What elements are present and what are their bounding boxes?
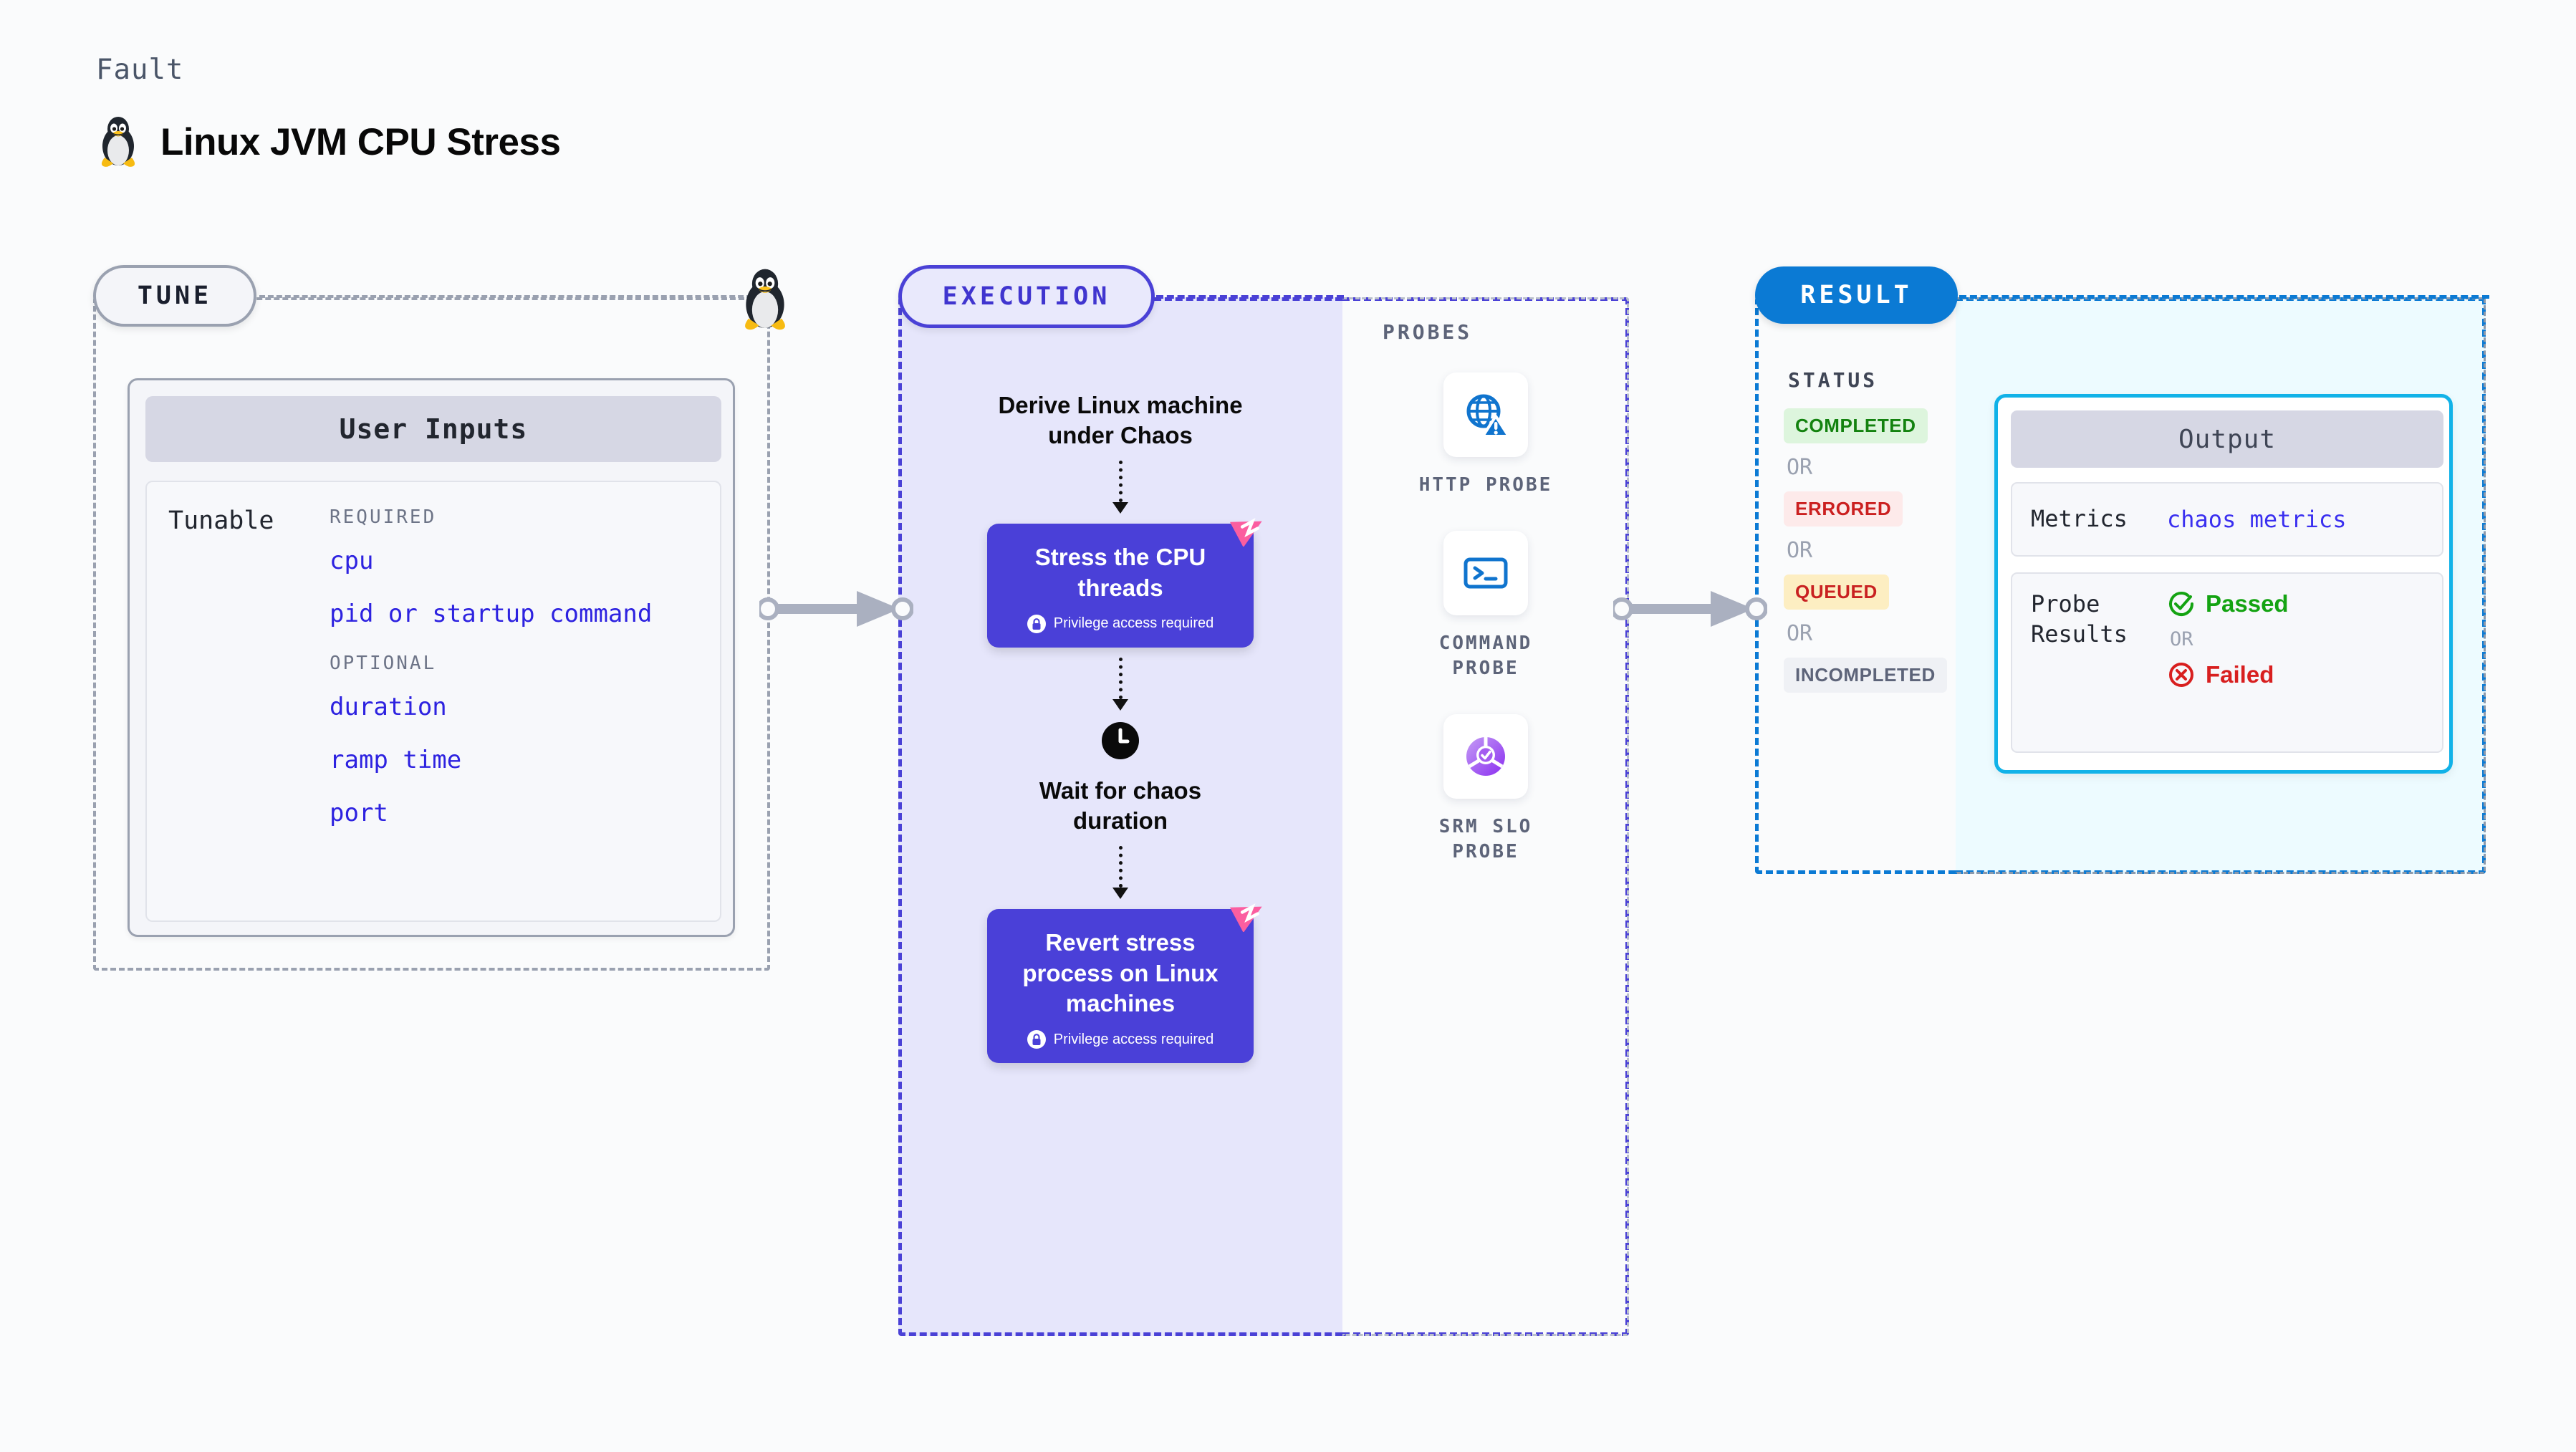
probe-result-passed: Passed [2167,590,2289,618]
connector-probes-to-result [1613,591,1767,627]
fault-eyebrow-label: Fault [96,54,184,86]
status-badge-errored: ERRORED [1784,491,1903,527]
probe-label: SRM SLO PROBE [1438,816,1533,863]
execution-leader-line [1156,295,1344,299]
flow-arrow-2 [1112,657,1128,711]
result-leader-line [1959,295,2489,299]
probe-item-command[interactable]: COMMAND PROBE [1410,531,1561,681]
output-row-probe-results: Probe Results Passed OR Failed [2011,572,2443,753]
globe-warning-icon [1466,394,1510,438]
passed-label: Passed [2206,590,2289,617]
failed-label: Failed [2206,661,2274,688]
user-inputs-card: User Inputs Tunable REQUIRED cpu pid or … [128,378,735,937]
connector-tune-to-execution [759,591,913,627]
clock-icon [1102,721,1139,759]
tunable-group-label-optional: OPTIONAL [330,653,437,674]
flow-arrow-1 [1112,461,1128,514]
harness-ribbon-icon [1229,518,1262,547]
probes-panel [1342,297,1629,1336]
status-badge-completed: COMPLETED [1784,408,1928,443]
probe-tile [1443,714,1528,799]
probe-label: COMMAND PROBE [1438,633,1533,680]
probe-result-or: OR [2170,628,2193,650]
status-badge-queued: QUEUED [1784,574,1889,610]
tunable-item-cpu[interactable]: cpu [330,547,374,575]
probe-tile [1443,531,1528,616]
slo-donut-check-icon [1466,737,1505,777]
status-or-1: OR [1787,455,1813,480]
probe-tile [1443,372,1528,457]
probe-results-values: Passed OR Failed [2167,590,2289,736]
tunable-item-ramp-time[interactable]: ramp time [330,746,462,774]
user-inputs-title: User Inputs [145,396,721,462]
privilege-row: Privilege access required [1009,1030,1232,1049]
probes-section-label: PROBES [1383,320,1473,344]
status-or-2: OR [1787,538,1813,563]
tune-stage-panel [93,297,770,971]
lock-icon [1027,1030,1046,1049]
tunable-item-pid-or-startup-command[interactable]: pid or startup command [330,600,653,628]
privilege-row: Privilege access required [1009,614,1232,633]
tux-penguin-border-icon [745,269,785,330]
output-card-title: Output [2011,410,2443,468]
probe-item-srm-slo[interactable]: SRM SLO PROBE [1410,714,1561,865]
page-title-row: Linux JVM CPU Stress [96,115,561,169]
probe-item-http[interactable]: HTTP PROBE [1419,372,1553,498]
privilege-text: Privilege access required [1053,1031,1214,1047]
status-badge-incompleted: INCOMPLETED [1784,658,1947,693]
tunable-list: REQUIRED cpu pid or startup command OPTI… [330,506,720,920]
status-or-3: OR [1787,621,1813,646]
execution-step-stress-cpu[interactable]: Stress the CPU threads Privilege access … [987,518,1262,648]
probes-list: HTTP PROBE COMMAND PROBE [1342,372,1629,865]
action-title: Stress the CPU threads [1034,544,1206,601]
tunable-section: Tunable REQUIRED cpu pid or startup comm… [145,481,721,922]
status-section-label: STATUS [1788,368,1878,392]
tunable-group-label-required: REQUIRED [330,506,437,528]
tune-leader-line [259,295,761,298]
execution-flow: Derive Linux machine under Chaos Stress … [898,297,1342,1336]
output-card: Output Metrics chaos metrics Probe Resul… [1994,394,2453,774]
terminal-icon [1464,557,1508,589]
execution-step-revert-stress[interactable]: Revert stress process on Linux machines … [987,903,1262,1064]
output-probe-results-key: Probe Results [2031,590,2128,648]
tunable-row-label: Tunable [168,506,274,535]
wait-clock-wrap [1100,721,1140,764]
tunable-item-port[interactable]: port [330,799,388,827]
harness-ribbon-icon [1229,903,1262,933]
tunable-item-duration[interactable]: duration [330,693,447,721]
stage-pill-tune[interactable]: TUNE [93,265,256,327]
tux-penguin-icon [101,117,135,167]
action-title: Revert stress process on Linux machines [1022,929,1219,1016]
privilege-text: Privilege access required [1053,615,1214,632]
execution-step-derive-machine: Derive Linux machine under Chaos [998,392,1243,449]
output-metrics-value[interactable]: chaos metrics [2167,506,2347,533]
page-title: Linux JVM CPU Stress [160,120,561,163]
status-list: COMPLETED OR ERRORED OR QUEUED OR INCOMP… [1784,408,1948,693]
stage-pill-result[interactable]: RESULT [1755,266,1958,324]
execution-step-wait-duration: Wait for chaos duration [1039,777,1202,835]
stage-pill-execution[interactable]: EXECUTION [898,265,1155,328]
output-row-metrics: Metrics chaos metrics [2011,482,2443,557]
output-metrics-key: Metrics [2031,505,2128,533]
probe-label: HTTP PROBE [1418,474,1553,496]
check-circle-icon [2169,592,2193,616]
flow-arrow-3 [1112,846,1128,900]
probe-result-failed: Failed [2167,660,2289,689]
lock-icon [1027,614,1046,633]
x-circle-icon [2169,663,2193,687]
